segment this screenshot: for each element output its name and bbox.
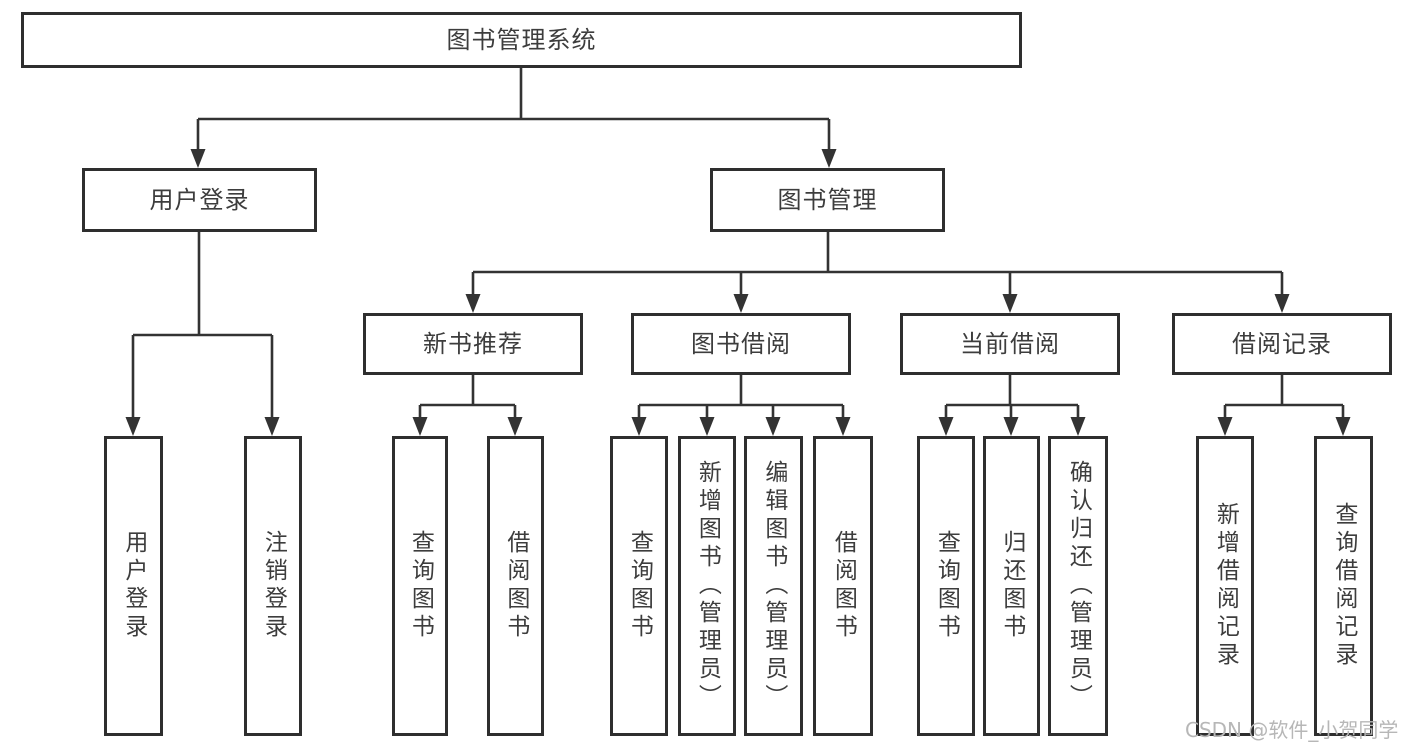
node-book-management: 图书管理 xyxy=(710,168,945,232)
node-user-login: 用户登录 xyxy=(82,168,317,232)
arrowhead-icons xyxy=(125,149,1351,436)
leaf-edit-books-admin: 编辑图书（管理员） xyxy=(744,436,803,736)
leaf-query-books-current: 查询图书 xyxy=(917,436,975,736)
leaf-query-books-recommend: 查询图书 xyxy=(392,436,448,736)
leaf-logout: 注销登录 xyxy=(244,436,302,736)
leaf-borrow-books-recommend: 借阅图书 xyxy=(487,436,544,736)
leaf-query-books-borrow: 查询图书 xyxy=(610,436,668,736)
watermark: CSDN @软件_小贺同学 xyxy=(1185,718,1399,742)
leaf-return-books: 归还图书 xyxy=(983,436,1040,736)
connector-lines xyxy=(131,68,1345,420)
node-borrow-records: 借阅记录 xyxy=(1172,313,1392,375)
leaf-add-borrow-record: 新增借阅记录 xyxy=(1196,436,1254,736)
node-new-book-recommend: 新书推荐 xyxy=(363,313,583,375)
leaf-user-login: 用户登录 xyxy=(104,436,163,736)
node-current-borrow: 当前借阅 xyxy=(900,313,1120,375)
leaf-borrow-books: 借阅图书 xyxy=(813,436,873,736)
leaf-query-borrow-record: 查询借阅记录 xyxy=(1314,436,1373,736)
node-book-borrow: 图书借阅 xyxy=(631,313,851,375)
leaf-add-books-admin: 新增图书（管理员） xyxy=(678,436,736,736)
node-root: 图书管理系统 xyxy=(21,12,1022,68)
leaf-confirm-return-admin: 确认归还（管理员） xyxy=(1048,436,1108,736)
